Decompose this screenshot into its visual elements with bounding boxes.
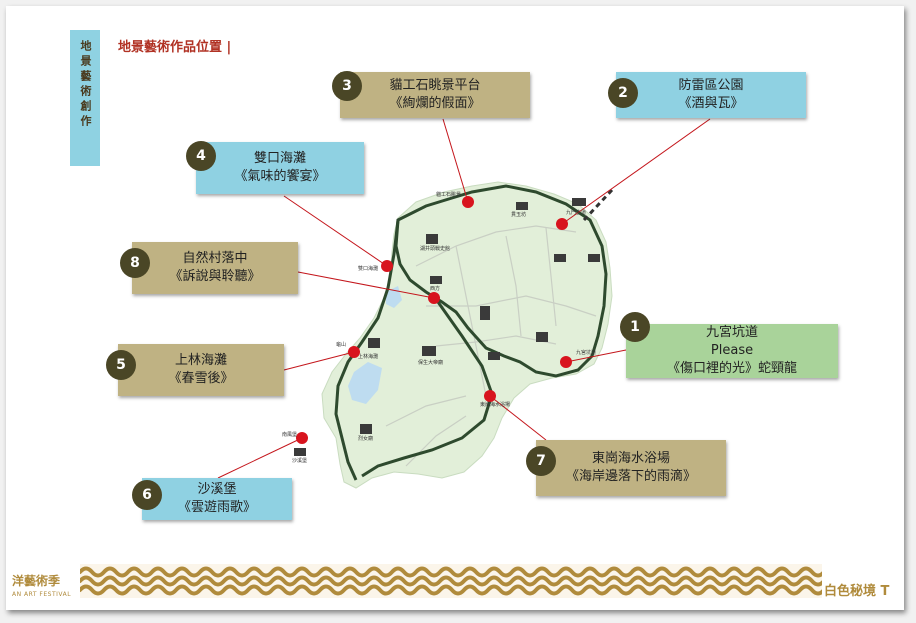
artwork-box-8[interactable]: 自然村落中 《訴說與聆聽》 [132,242,298,294]
place-label: 保生大帝廟 [418,359,443,366]
temple-icon [422,346,436,356]
slide: 地景藝術創作 地景藝術作品位置 | [6,6,904,610]
fort-icon [294,448,306,456]
place-label: 九門古道 [566,209,586,216]
wave-stroke [80,584,822,596]
artwork-number-badge: 3 [332,71,362,101]
artwork-title: 《絢爛的假面》 [389,96,481,111]
page-title: 地景藝術作品位置 | [118,40,232,55]
artwork-box-6[interactable]: 沙溪堡 《雲遊雨歌》 [142,478,292,520]
marker-2 [556,218,568,230]
place-label: 上林海灘 [358,353,378,360]
artwork-number-badge: 8 [120,248,150,278]
place-label: 沙溪堡 [292,457,307,464]
secret-land-logo: 白色秘境 T [824,584,890,599]
artwork-title: 《海岸邊落下的雨滴》 [565,469,696,484]
marker-8 [428,292,440,304]
artwork-number-badge: 1 [620,312,650,342]
artwork-number-badge: 6 [132,480,162,510]
artwork-title: 《氣味的饗宴》 [234,169,326,184]
artwork-location: 九宮坑道 [705,325,758,340]
house-icon [588,254,600,262]
lake-west [348,362,382,404]
landmark-icons [294,198,600,456]
vertical-section-label: 地景藝術創作 [79,40,92,130]
building-icon [516,202,528,210]
artwork-box-1[interactable]: 九宮坑道 Please 《傷口裡的光》蛇頸龍 [626,324,838,378]
marker-6 [296,432,308,444]
pagoda-icon [480,306,490,320]
marker-3 [462,196,474,208]
artwork-number-badge: 4 [186,141,216,171]
artwork-number-badge: 2 [608,78,638,108]
marker-5 [348,346,360,358]
place-label: 烈女廟 [358,435,373,442]
artwork-location: 雙口海灘 [253,151,306,166]
place-label: 南風堡 [282,431,297,438]
trail-route-south [361,301,494,478]
artwork-artist: Please [710,343,754,358]
leader-lines [217,118,711,479]
artwork-location: 東崗海水浴場 [591,451,670,466]
trail-route-west [334,219,400,481]
artwork-number-badge: 5 [106,350,136,380]
marker-1 [560,356,572,368]
wave-stroke [80,575,822,587]
place-label: 雙口海灘 [358,265,378,272]
artwork-box-4[interactable]: 雙口海灘 《氣味的饗宴》 [196,142,364,194]
pier-dashed [582,188,614,222]
artwork-box-5[interactable]: 上林海灘 《春雪後》 [118,344,284,396]
place-label: 貓工石眺景 [436,191,461,198]
artwork-title: 《雲遊雨歌》 [177,500,256,515]
artwork-box-7[interactable]: 東崗海水浴場 《海岸邊落下的雨滴》 [536,440,726,496]
artwork-title: 《春雪後》 [168,371,234,386]
place-labels: 貓工石眺景 貫玉坊 九門古道 湖井頭戰史館 雙口海灘 西方 九宮坑道 上林海灘 … [282,191,596,464]
artwork-location: 貓工石眺景平台 [389,78,481,93]
vertical-section-tab: 地景藝術創作 [70,30,100,166]
festival-logo-subtext: AN ART FESTIVAL [12,591,72,598]
artwork-title: 《酒與瓦》 [678,96,744,111]
pavilion-icon [430,276,442,284]
shrine-icon [360,424,372,434]
place-label: 湖井頭戰史館 [420,245,450,252]
marker-4 [381,260,393,272]
wave-pattern-band [80,564,822,598]
marker-7 [484,390,496,402]
place-label: 龜山 [336,341,346,348]
museum-icon [426,234,438,244]
fort-icon [368,338,380,348]
artwork-box-2[interactable]: 防雷區公園 《酒與瓦》 [616,72,806,118]
wave-stroke [80,566,822,578]
markers [296,196,572,444]
festival-logo-text: 洋藝術季 [12,574,61,588]
artwork-location: 上林海灘 [174,353,227,368]
place-label: 貫玉坊 [511,211,526,218]
artwork-location: 自然村落中 [182,251,248,266]
artwork-title: 《傷口裡的光》蛇頸龍 [666,361,797,376]
house-icon [488,352,500,360]
artwork-number-badge: 7 [526,446,556,476]
artwork-box-3[interactable]: 貓工石眺景平台 《絢爛的假面》 [340,72,530,118]
place-label: 西方 [430,285,440,292]
island-map: 貓工石眺景 貫玉坊 九門古道 湖井頭戰史館 雙口海灘 西方 九宮坑道 上林海灘 … [217,118,711,489]
gate-icon [572,198,586,206]
artwork-location: 防雷區公園 [678,78,744,93]
house-icon [554,254,566,262]
place-label: 九宮坑道 [576,349,596,356]
place-label: 東崗海水浴場 [480,401,510,408]
temple-icon [536,332,548,342]
artwork-title: 《訴說與聆聽》 [169,269,261,284]
festival-logo: 洋藝術季 AN ART FESTIVAL [12,574,82,602]
artwork-location: 沙溪堡 [197,482,237,497]
